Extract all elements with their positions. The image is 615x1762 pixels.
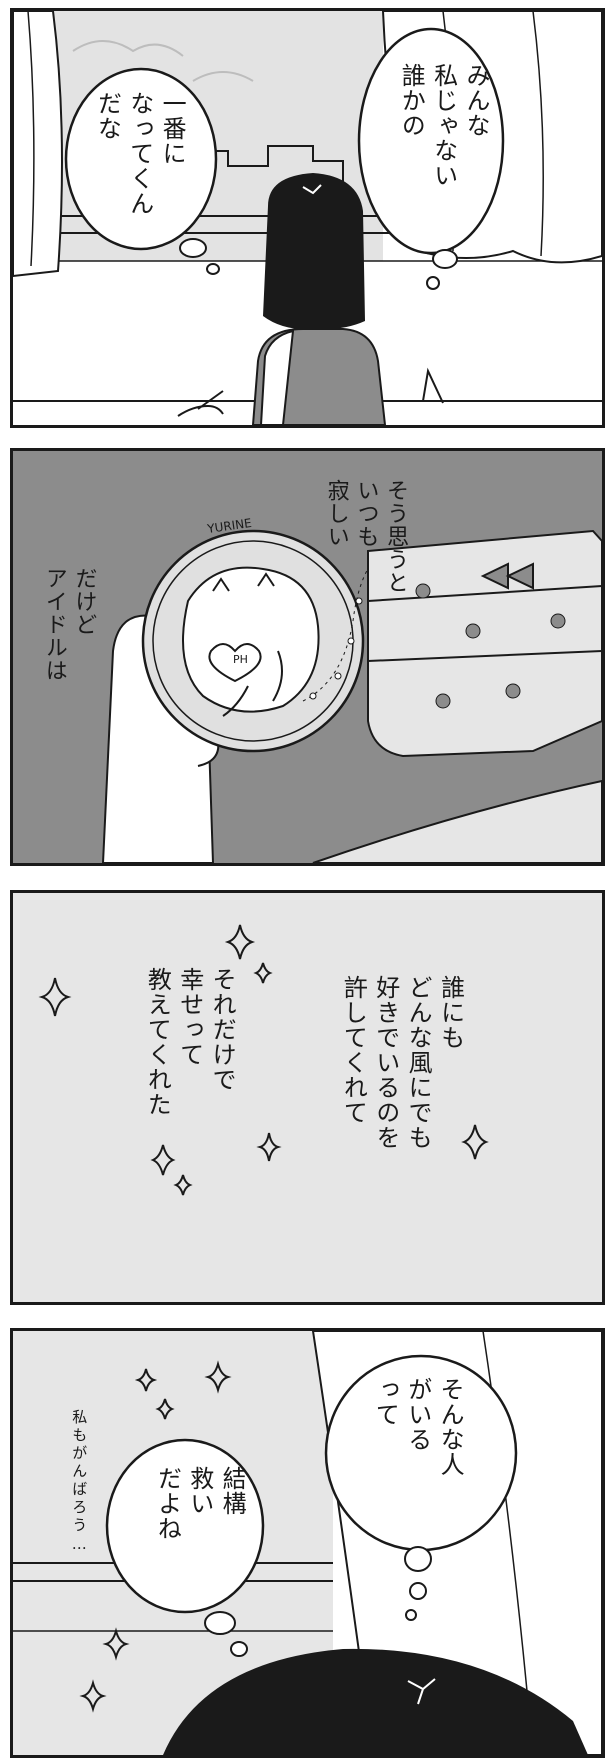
bubble-text-left: 結構 救い だよね	[153, 1466, 247, 1541]
sparkle-icon	[102, 1627, 130, 1661]
panel-2: YURINE PH そう思うと いつも 寂しい だけど アイドルは	[10, 448, 605, 866]
sparkle-icon	[38, 977, 72, 1017]
panel-1: みんな 私じゃない 誰かの 一番に なってくん だな	[10, 8, 605, 428]
sparkle-icon	[224, 924, 256, 960]
sparkle-icon	[150, 1144, 176, 1176]
sparkle-icon	[155, 1398, 175, 1420]
panel-4: そんな人 がいる って 結構 救い だよね 私もがんばろう…	[10, 1328, 605, 1758]
bubble-text-right: みんな 私じゃない 誰かの	[397, 63, 490, 188]
badge-label: YURINE	[205, 516, 252, 536]
narration-left: それだけで 幸せって 教えてくれた	[143, 967, 237, 1117]
sparkle-icon	[173, 1174, 193, 1196]
thought-bubble-left	[64, 67, 218, 251]
narration-top: そう思うと いつも 寂しい	[323, 479, 409, 594]
narration-left: だけど アイドルは	[41, 567, 97, 682]
panel-3: 誰にも どんな風にでも 好きでいるのを 許してくれて それだけで 幸せって 教え…	[10, 890, 605, 1305]
charm-label: PH	[233, 653, 248, 666]
heart-charm	[208, 643, 262, 683]
thought-bubble-left	[105, 1438, 265, 1614]
panel-4-artwork	[13, 1331, 602, 1755]
narration-right: 誰にも どんな風にでも 好きでいるのを 許してくれて	[339, 975, 465, 1150]
sparkle-icon	[461, 1124, 489, 1160]
girl-hair	[263, 173, 365, 330]
sparkle-icon	[256, 1132, 282, 1162]
girl-hair	[163, 1648, 588, 1755]
sparkle-icon	[79, 1679, 107, 1713]
panel-3-sparkles	[38, 924, 489, 1196]
sparkle-icon	[253, 962, 273, 984]
thought-bubble-right	[357, 27, 505, 255]
bubble-text-left: 一番に なってくん だな	[93, 91, 187, 216]
bubble-text-right: そんな人 がいる って	[371, 1377, 465, 1477]
left-curtain	[13, 11, 63, 278]
panel-1-artwork	[13, 11, 602, 425]
sparkle-icon	[134, 1368, 158, 1392]
panel-2-artwork: YURINE PH	[101, 516, 602, 863]
sparkle-icon	[204, 1360, 232, 1394]
handwritten-note: 私もがんばろう…	[70, 1409, 89, 1556]
